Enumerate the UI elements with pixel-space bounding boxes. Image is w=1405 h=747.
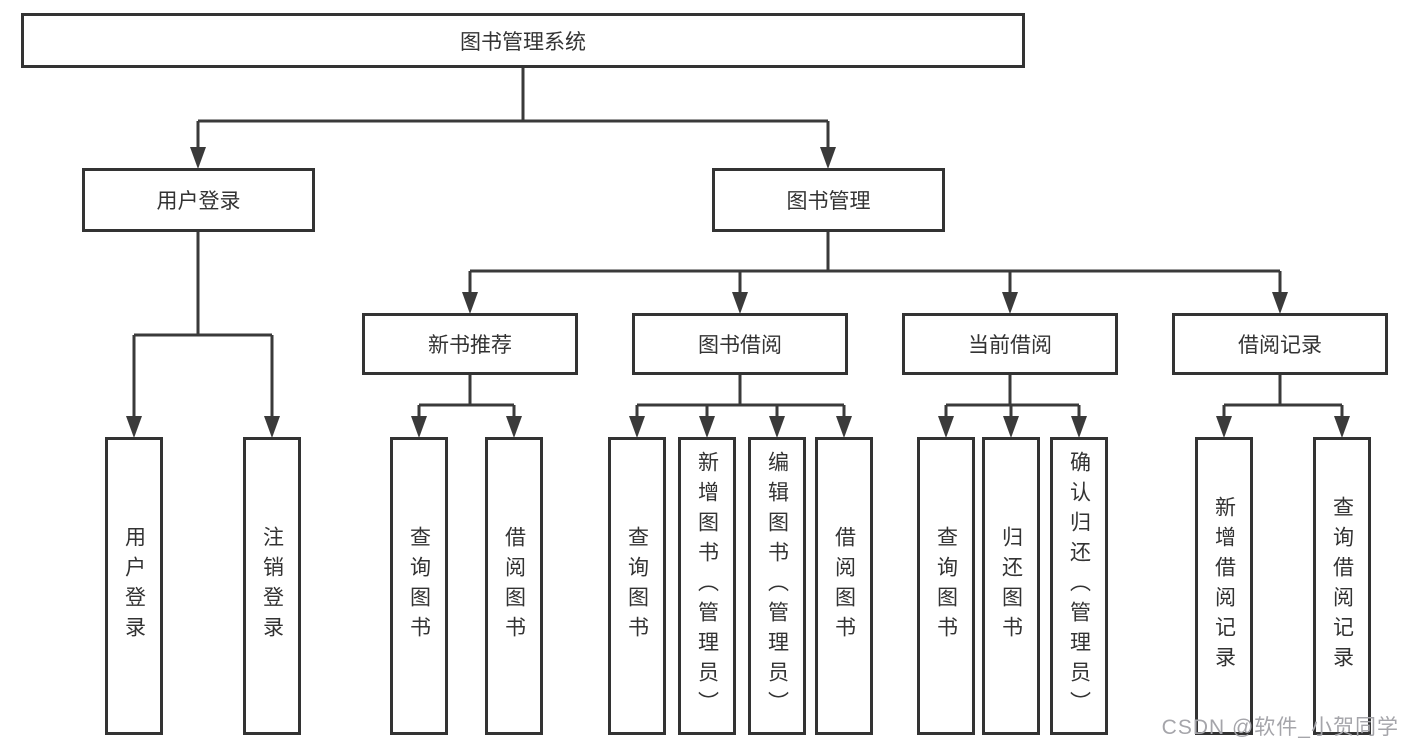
- leaf-borrow-books: 借阅图书: [815, 437, 873, 735]
- arrowhead-icon: [1272, 292, 1288, 314]
- leaf-query-borrow-record: 查询借阅记录: [1313, 437, 1371, 735]
- connector-branch-5: [635, 375, 846, 423]
- connector-branch-4: [417, 375, 516, 423]
- node-user-login: 用户登录: [82, 168, 315, 232]
- leaf-add-borrow-record: 新增借阅记录: [1195, 437, 1253, 735]
- node-current-borrowing: 当前借阅: [902, 313, 1118, 375]
- arrowhead-icon: [462, 292, 478, 314]
- leaf-label: 查询借阅记录: [1330, 496, 1354, 676]
- csdn-watermark: CSDN @软件_小贺同学: [1161, 716, 1399, 739]
- node-label: 图书管理: [786, 190, 871, 213]
- leaf-query-books-borrowing: 查询图书: [608, 437, 666, 735]
- connector-branch-2: [132, 232, 274, 423]
- node-book-borrowing: 图书借阅: [632, 313, 848, 375]
- leaf-label: 确认归还（管理员）: [1067, 451, 1091, 721]
- leaf-label: 查询图书: [625, 526, 649, 646]
- leaf-user-login: 用户登录: [105, 437, 163, 735]
- connector-branch-3: [468, 232, 1282, 299]
- node-label: 图书管理系统: [460, 30, 586, 54]
- node-label: 用户登录: [156, 190, 241, 213]
- leaf-label: 借阅图书: [502, 526, 526, 646]
- leaf-label: 注销登录: [260, 526, 284, 646]
- node-label: 借阅记录: [1238, 334, 1322, 357]
- leaf-query-books-current: 查询图书: [917, 437, 975, 735]
- arrowhead-icon: [1002, 292, 1018, 314]
- leaf-add-books-admin: 新增图书（管理员）: [678, 437, 736, 735]
- connector-branch-1: [196, 68, 830, 154]
- arrowhead-icon: [1071, 416, 1087, 438]
- node-borrowing-records: 借阅记录: [1172, 313, 1388, 375]
- arrowhead-icon: [506, 416, 522, 438]
- arrowhead-icon: [1334, 416, 1350, 438]
- arrowhead-icon: [126, 416, 142, 438]
- node-label: 新书推荐: [428, 334, 512, 357]
- leaf-edit-books-admin: 编辑图书（管理员）: [748, 437, 806, 735]
- arrowhead-icon: [264, 416, 280, 438]
- arrowhead-icon: [411, 416, 427, 438]
- arrowhead-icon: [769, 416, 785, 438]
- arrowhead-icon: [836, 416, 852, 438]
- arrowhead-icon: [699, 416, 715, 438]
- leaf-borrow-books-recommend: 借阅图书: [485, 437, 543, 735]
- leaf-label: 编辑图书（管理员）: [765, 451, 789, 721]
- node-new-book-recommendation: 新书推荐: [362, 313, 578, 375]
- arrowhead-icon: [732, 292, 748, 314]
- connector-branch-7: [1222, 375, 1344, 423]
- node-label: 图书借阅: [698, 334, 782, 357]
- arrowhead-icon: [1216, 416, 1232, 438]
- leaf-label: 借阅图书: [832, 526, 856, 646]
- arrowhead-icon: [1003, 416, 1019, 438]
- leaf-label: 新增图书（管理员）: [695, 451, 719, 721]
- arrowhead-icon: [190, 147, 206, 169]
- node-label: 当前借阅: [968, 334, 1052, 357]
- arrowhead-icon: [938, 416, 954, 438]
- arrowhead-icon: [629, 416, 645, 438]
- leaf-label: 查询图书: [934, 526, 958, 646]
- leaf-query-books-recommend: 查询图书: [390, 437, 448, 735]
- leaf-label: 归还图书: [999, 526, 1023, 646]
- leaf-return-books: 归还图书: [982, 437, 1040, 735]
- arrowhead-icon: [820, 147, 836, 169]
- leaf-label: 查询图书: [407, 526, 431, 646]
- leaf-label: 用户登录: [122, 526, 146, 646]
- node-library-management-system: 图书管理系统: [21, 13, 1025, 68]
- connector-branch-6: [944, 375, 1081, 423]
- leaf-confirm-return-admin: 确认归还（管理员）: [1050, 437, 1108, 735]
- leaf-logout: 注销登录: [243, 437, 301, 735]
- node-book-management: 图书管理: [712, 168, 945, 232]
- leaf-label: 新增借阅记录: [1212, 496, 1236, 676]
